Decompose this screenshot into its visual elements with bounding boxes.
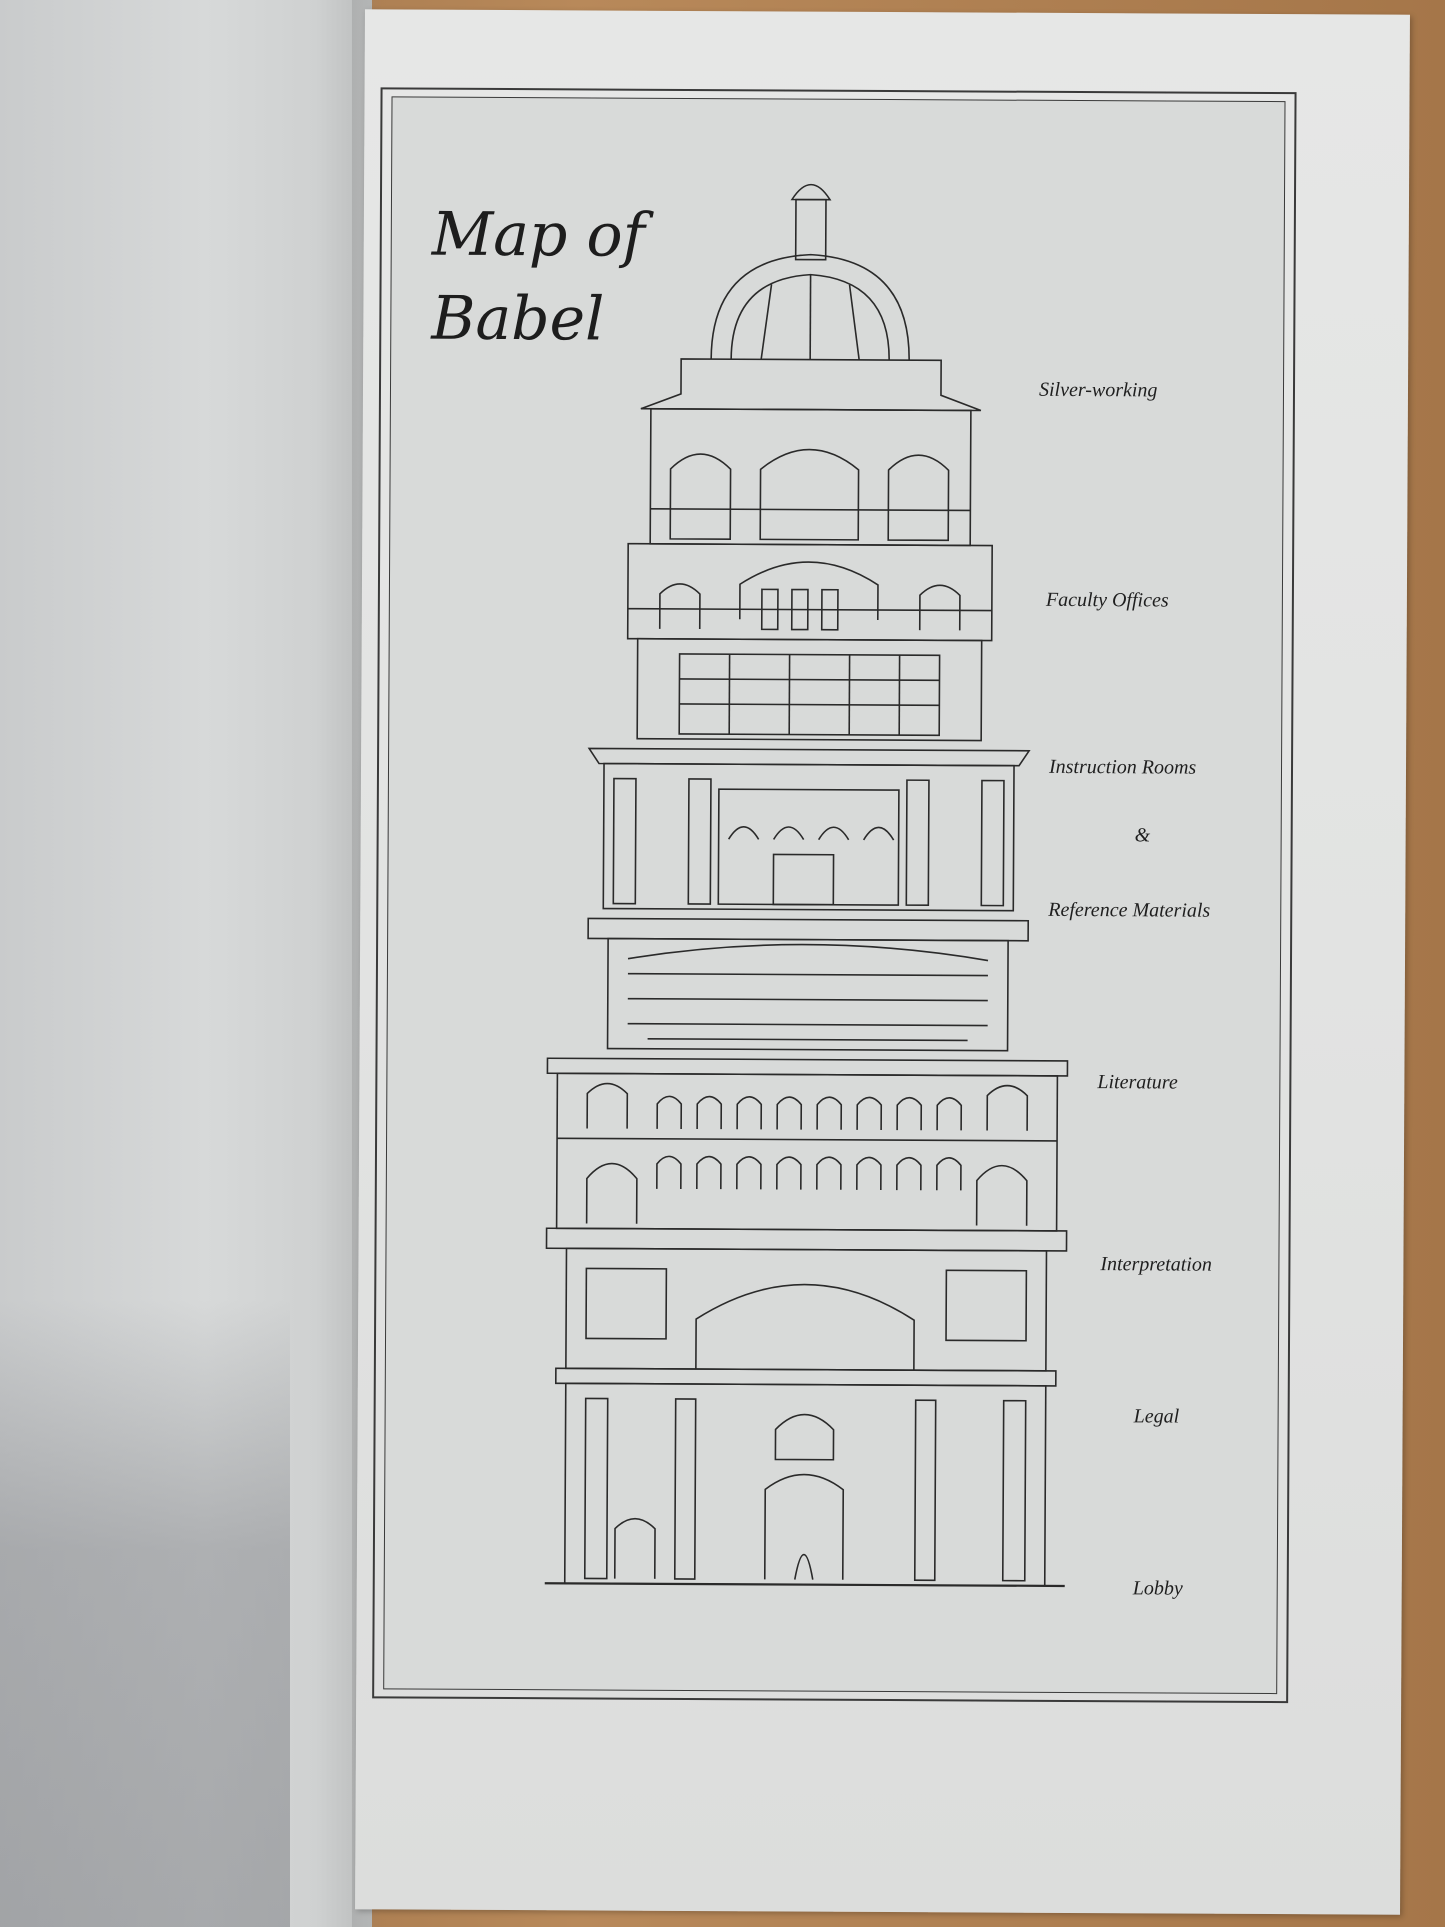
map-inner-frame: Map of Babel [383,96,1286,1695]
floor-label-instruction-rooms: Instruction Rooms [1048,755,1197,779]
tower-drawing [544,183,1069,1588]
tower-cross-section-illustration [524,138,1092,1681]
floor-label-legal: Legal [1133,1405,1180,1428]
map-frame: Map of Babel [372,87,1297,1704]
floor-label-silver-working: Silver-working [1038,378,1158,402]
floor-label-interpretation: Interpretation [1100,1253,1212,1276]
floor-label-reference-materials: Reference Materials [1048,898,1211,922]
floor-label-literature: Literature [1097,1071,1178,1094]
right-book-page: Map of Babel [355,9,1410,1915]
hand-shadow [0,1300,290,1927]
floor-label-ampersand: & [1134,824,1151,847]
floor-label-faculty-offices: Faculty Offices [1045,588,1169,612]
floor-label-lobby: Lobby [1132,1577,1183,1600]
